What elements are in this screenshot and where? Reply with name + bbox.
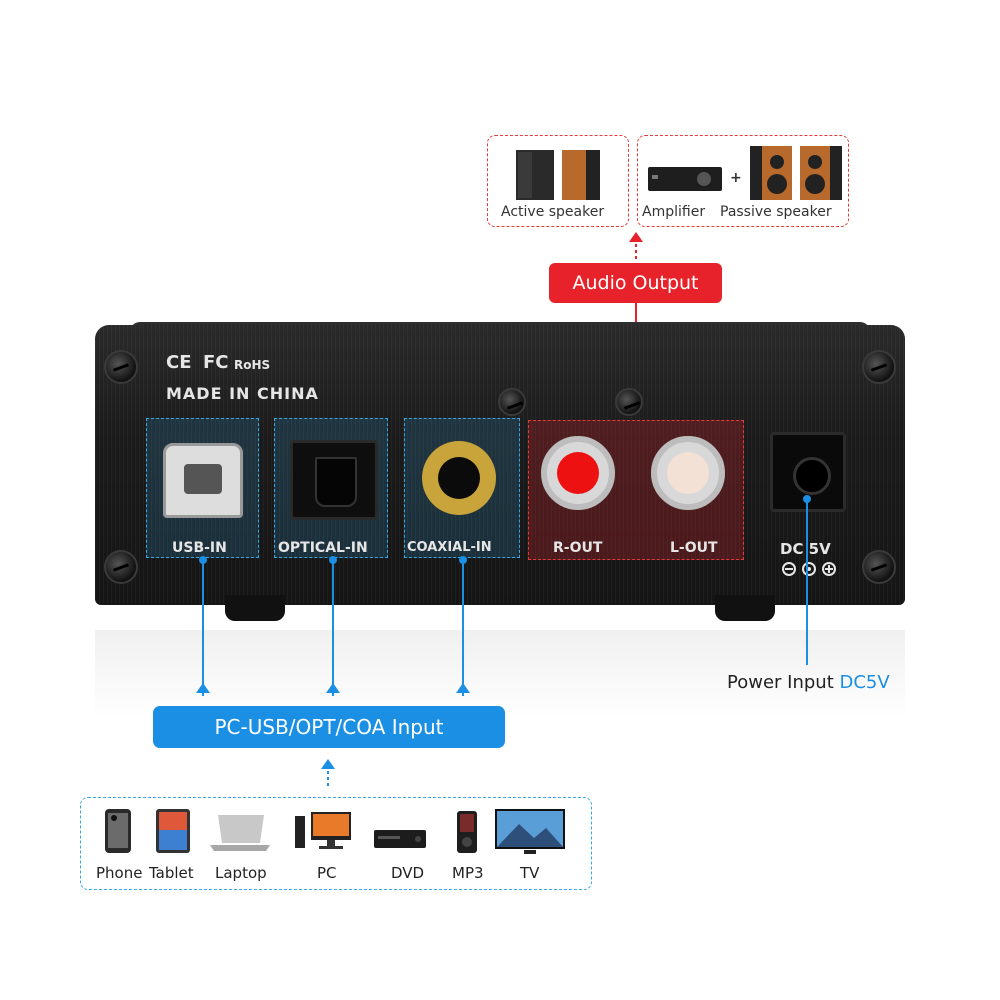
active-speaker-box: Active speaker: [487, 135, 629, 227]
screw-icon: [104, 350, 138, 384]
power-input-text: Power Input DC5V: [727, 672, 890, 693]
input-arrow-icon: [321, 759, 335, 786]
source-device-label-tv: TV: [520, 864, 540, 882]
optical-connector-line: [332, 560, 334, 696]
active-speaker-icon: [516, 150, 600, 200]
optical-in-label: OPTICAL-IN: [278, 540, 368, 556]
audio-output-arrow-icon: [629, 232, 643, 259]
l-out-port: [651, 436, 725, 510]
source-device-label-mp3: MP3: [452, 864, 484, 882]
usb-in-label: USB-IN: [172, 540, 227, 556]
laptop-icon: [210, 815, 270, 851]
coaxial-in-label: COAXIAL-IN: [407, 540, 492, 555]
usb-connector-line: [202, 560, 204, 696]
dvd-icon: [374, 830, 426, 848]
power-input-value: DC5V: [839, 672, 890, 693]
amplifier-icon: [648, 167, 722, 191]
screw-icon: [862, 350, 896, 384]
source-devices-box: [80, 797, 592, 890]
tablet-icon: [156, 809, 190, 853]
l-out-label: L-OUT: [670, 540, 718, 556]
coaxial-port: [422, 441, 496, 515]
screw-icon: [104, 550, 138, 584]
polarity-icon: [782, 562, 836, 576]
mp3-icon: [457, 811, 477, 853]
device-foot-left: [225, 595, 285, 621]
amplifier-label: Amplifier: [642, 204, 706, 220]
screw-icon: [862, 550, 896, 584]
source-device-label-pc: PC: [317, 864, 337, 882]
r-out-label: R-OUT: [553, 540, 603, 556]
screw-icon: [498, 388, 526, 416]
power-connector-line: [806, 500, 808, 665]
device-foot-right: [715, 595, 775, 621]
screw-icon: [615, 388, 643, 416]
optical-port: [290, 440, 378, 520]
input-label: PC-USB/OPT/COA Input: [153, 706, 505, 748]
optical-arrow-icon: [326, 683, 340, 693]
amplifier-passive-box: + Amplifier Passive speaker: [637, 135, 849, 227]
active-speaker-label: Active speaker: [501, 204, 605, 220]
audio-output-label: Audio Output: [549, 263, 722, 303]
plus-sign: +: [730, 170, 742, 186]
source-device-label-laptop: Laptop: [215, 864, 267, 882]
passive-speaker-label: Passive speaker: [720, 204, 832, 220]
coaxial-arrow-icon: [456, 683, 470, 693]
source-device-label-phone: Phone: [96, 864, 143, 882]
ce-mark: CE: [166, 352, 192, 373]
made-in-text: MADE IN CHINA: [166, 384, 319, 403]
r-out-port: [541, 436, 615, 510]
source-device-label-dvd: DVD: [391, 864, 425, 882]
source-device-label-tablet: Tablet: [149, 864, 194, 882]
dc-power-jack: [770, 432, 846, 512]
phone-icon: [105, 809, 131, 853]
passive-speaker-icon: [750, 146, 842, 200]
pc-icon: [295, 812, 351, 849]
power-connector-dot: [803, 495, 811, 503]
usb-b-port: [163, 443, 243, 518]
fc-mark: FC: [203, 352, 229, 373]
tv-icon: [495, 809, 565, 854]
power-input-label: Power Input: [727, 672, 834, 693]
dc-label: DC 5V: [780, 540, 831, 558]
rohs-mark: RoHS: [234, 358, 271, 372]
usb-arrow-icon: [196, 683, 210, 693]
device-reflection: [95, 630, 905, 720]
coaxial-connector-line: [462, 560, 464, 696]
